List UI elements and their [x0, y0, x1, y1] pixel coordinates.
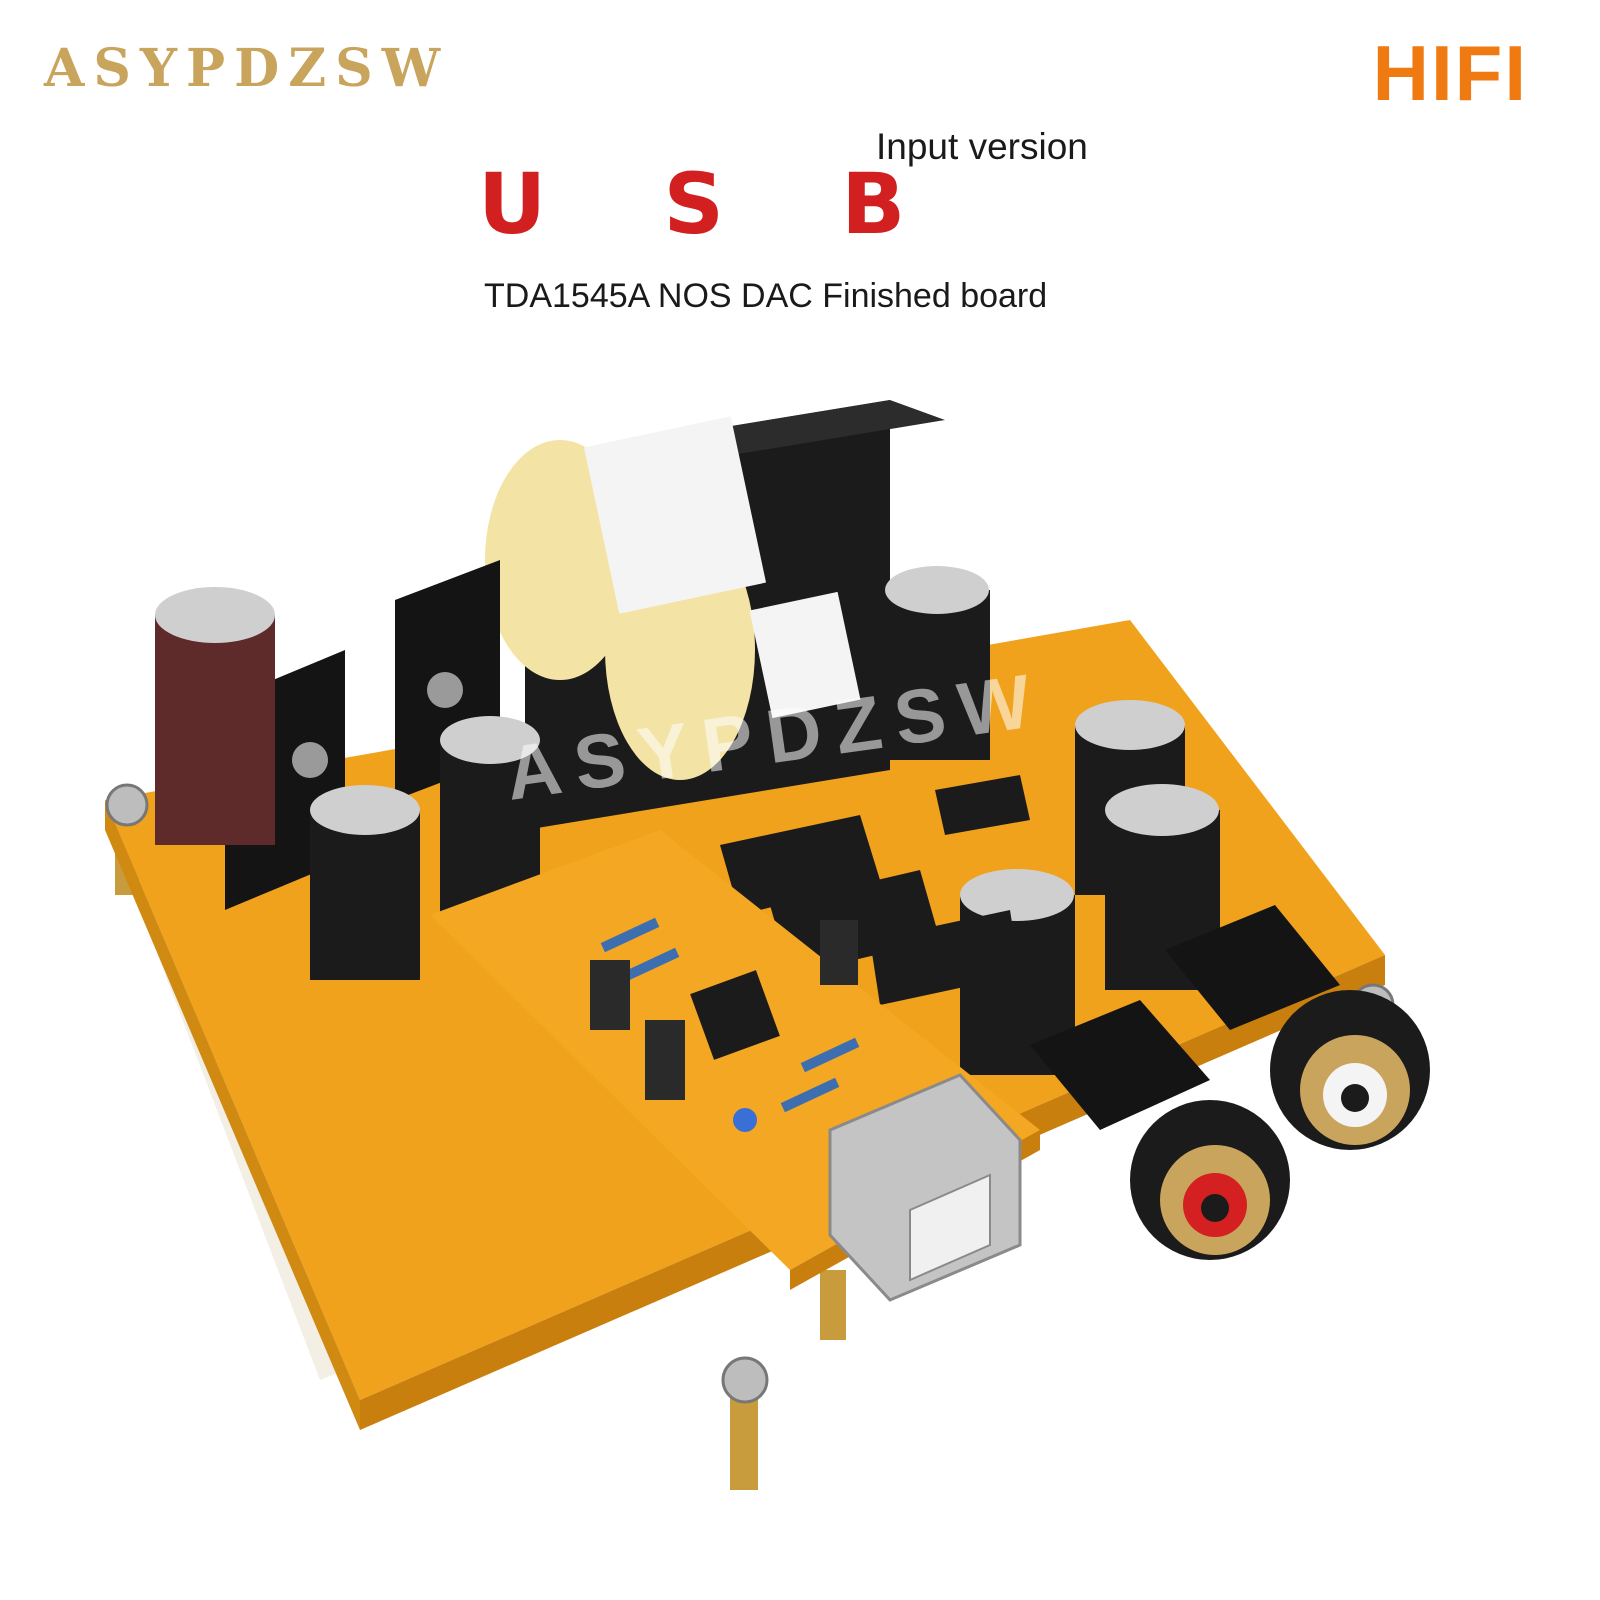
rca-jacks [1030, 905, 1430, 1260]
brand-logo: ASYPDZSW [44, 38, 450, 99]
capacitors [155, 566, 1220, 1075]
product-subtitle: TDA1545A NOS DAC Finished board [484, 277, 1048, 315]
hifi-badge: HIFI [1372, 29, 1528, 117]
input-version-label: Input version [876, 126, 1088, 167]
pcb-edge-left [105, 800, 360, 1430]
usb-b-connector [828, 1073, 1022, 1302]
transformer [485, 400, 945, 830]
usb-title: U S B [478, 155, 950, 253]
